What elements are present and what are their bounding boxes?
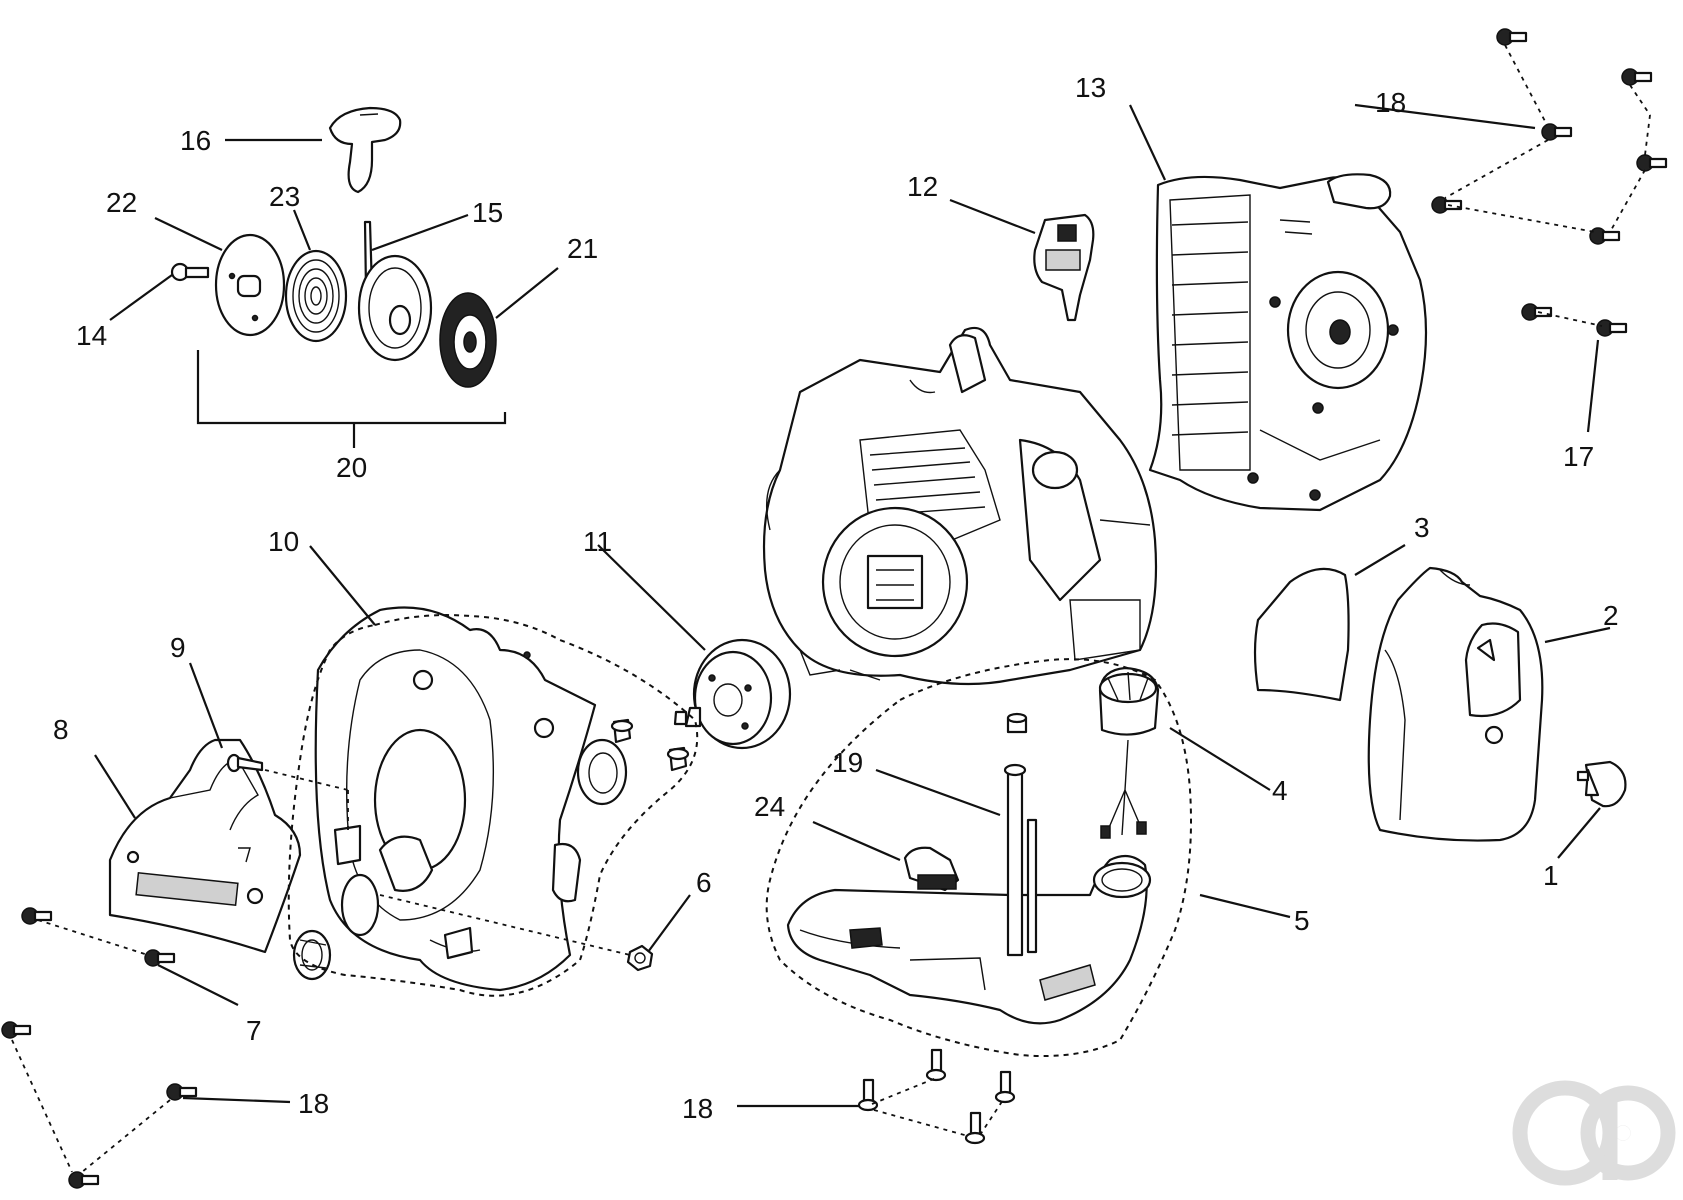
label-16: 16 <box>180 125 211 156</box>
bolt-17-a <box>1521 303 1553 321</box>
label-7: 7 <box>246 1015 262 1046</box>
bolt-bottom-4 <box>964 1111 986 1145</box>
hex-nut <box>626 944 654 972</box>
air-filter-cover <box>1367 566 1544 842</box>
fuel-cap <box>1098 666 1160 736</box>
bolt-top-2 <box>1621 68 1653 86</box>
label-18-top: 18 <box>1375 87 1406 118</box>
label-23: 23 <box>269 181 300 212</box>
clutch-drum <box>673 638 792 750</box>
cover-knob <box>1576 760 1627 808</box>
bolt-top-3 <box>1541 123 1573 141</box>
label-14: 14 <box>76 320 107 351</box>
bearing-ring <box>576 738 628 806</box>
starter-assembly-bracket <box>196 350 507 448</box>
bolt-bl-1 <box>1 1021 32 1039</box>
primer-part <box>903 846 960 892</box>
starter-pawl-disc <box>439 292 497 388</box>
bolt-bottom-1 <box>925 1048 947 1082</box>
long-bolt <box>226 753 264 773</box>
label-20: 20 <box>336 452 367 483</box>
label-2: 2 <box>1603 600 1619 631</box>
leader-lines <box>94 103 1611 1108</box>
label-17: 17 <box>1563 441 1594 472</box>
label-9: 9 <box>170 632 186 663</box>
fan-housing <box>314 606 597 992</box>
label-12: 12 <box>907 171 938 202</box>
bolt-top-1 <box>1496 28 1528 46</box>
shroud-cover-panel <box>108 738 302 954</box>
assembly-axis-lines <box>264 769 631 956</box>
fuel-pickup-pipe <box>1003 763 1038 957</box>
label-18-bottom: 18 <box>682 1093 713 1124</box>
label-6: 6 <box>696 867 712 898</box>
label-15: 15 <box>472 197 503 228</box>
label-22: 22 <box>106 187 137 218</box>
bolt-chain-17 <box>1537 311 1603 327</box>
watermark-logo <box>1512 1080 1676 1186</box>
bolt-7-a <box>21 907 53 925</box>
fan-housing-collar <box>292 929 332 981</box>
label-13: 13 <box>1075 72 1106 103</box>
bolt-top-4 <box>1636 154 1668 172</box>
label-10: 10 <box>268 526 299 557</box>
bolt-bottom-2 <box>994 1070 1016 1104</box>
small-spacer-a <box>610 718 634 744</box>
bolt-chain-top <box>1444 44 1651 233</box>
starter-handle <box>328 106 402 194</box>
bolt-chain-bottom <box>871 1077 1004 1137</box>
bolt-chain-bl <box>11 1039 171 1173</box>
fuel-grommet <box>1006 712 1028 734</box>
bolt-top-5 <box>1431 196 1463 214</box>
group-outline-fan-housing <box>287 614 699 997</box>
starter-screw <box>170 262 210 282</box>
throttle-switch <box>1033 213 1095 322</box>
label-4: 4 <box>1272 775 1288 806</box>
air-filter-element <box>1253 567 1350 702</box>
bolt-top-6 <box>1589 227 1621 245</box>
starter-pulley <box>357 220 433 362</box>
small-spacer-b <box>666 746 690 772</box>
label-11: 11 <box>583 526 612 557</box>
recoil-spring <box>284 249 348 343</box>
label-3: 3 <box>1414 512 1430 543</box>
label-8: 8 <box>53 714 69 745</box>
label-18-left: 18 <box>298 1088 329 1119</box>
starter-plate <box>214 233 286 337</box>
engine-block <box>762 326 1158 686</box>
bolt-bl-3 <box>68 1171 100 1189</box>
label-21: 21 <box>567 233 598 264</box>
label-5: 5 <box>1294 905 1310 936</box>
fuel-filter-hose <box>1100 739 1147 839</box>
callout-labels: 1 2 3 4 5 6 7 8 9 10 11 12 13 14 15 16 1… <box>53 72 1619 1124</box>
bolt-17-b <box>1596 319 1628 337</box>
bolt-chain-7 <box>37 919 149 956</box>
fuel-tank <box>786 854 1152 1025</box>
label-1: 1 <box>1543 860 1559 891</box>
bolt-bottom-3 <box>857 1078 879 1112</box>
engine-cover <box>1148 173 1428 512</box>
bolt-bl-2 <box>166 1083 198 1101</box>
label-24: 24 <box>754 791 785 822</box>
label-19: 19 <box>832 747 863 778</box>
bolt-7-b <box>144 949 176 967</box>
